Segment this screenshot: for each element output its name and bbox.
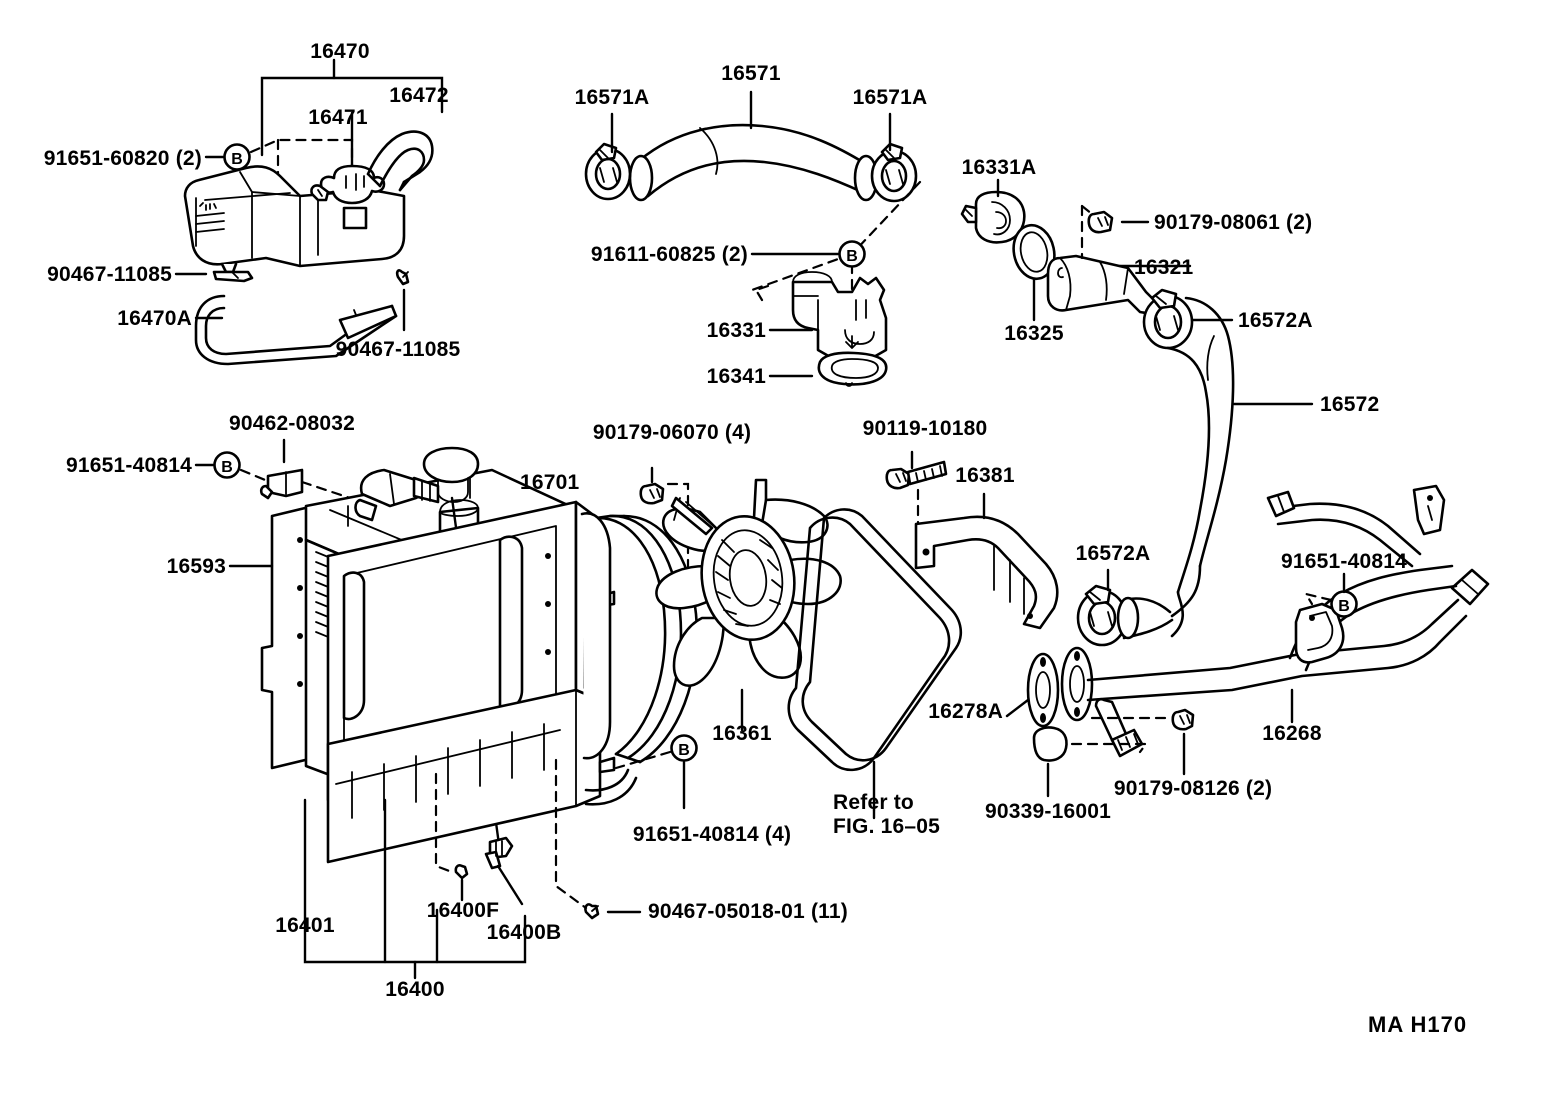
svg-text:B: B	[221, 459, 233, 476]
label-reservoir-group: 16470	[310, 40, 370, 63]
lower-hose-clamp	[1076, 568, 1128, 647]
radiator-group: B	[194, 438, 699, 980]
label-hose-clamp-right: 16571A	[852, 86, 928, 109]
label-outlet-pipe: 16321	[1134, 256, 1194, 279]
label-inlet-clamp-lower: 16572A	[1075, 542, 1151, 565]
label-refer-note: Refer to FIG. 16–05	[833, 791, 941, 839]
label-reservoir-hose-top: 16472	[389, 84, 449, 107]
label-radiator: 16400	[385, 978, 445, 1001]
fan-blades	[655, 478, 842, 687]
label-idler-bolt: 90119-10180	[862, 417, 988, 440]
label-inlet-bolt: 91611-60825 (2)	[590, 243, 748, 266]
label-upper-hose: 16571	[721, 62, 781, 85]
label-water-inlet: 16331	[706, 319, 766, 342]
label-pipe-plug: 90339-16001	[985, 800, 1111, 823]
label-pipe-nut: 90179-08126 (2)	[1113, 777, 1273, 800]
label-outlet-clamp: 16572A	[1238, 309, 1313, 332]
reservoir-tank-group: B	[174, 58, 444, 366]
label-fan-nut: 90179-06070 (4)	[592, 421, 752, 444]
label-outlet-bolt: 90179-08061 (2)	[1154, 211, 1313, 234]
label-fan-shroud: 16701	[520, 471, 580, 494]
svg-text:B: B	[678, 742, 690, 759]
label-radiator-core: 16401	[275, 914, 335, 937]
label-thermostat: 16331A	[961, 156, 1037, 179]
label-fan-bracket: 16381	[955, 464, 1015, 487]
hose-clamp-right	[870, 142, 918, 203]
svg-text:B: B	[1338, 598, 1350, 615]
label-reservoir-clip-upper: 90467-11085	[47, 263, 172, 286]
svg-text:B: B	[231, 151, 243, 168]
upper-hose-group	[584, 90, 918, 203]
label-pipe-bolt: 91651-40814	[1281, 550, 1407, 573]
thermostat-outlet-group	[960, 178, 1314, 647]
label-support-clip: 90462-08032	[229, 412, 355, 435]
svg-text:B: B	[846, 248, 858, 265]
label-bypass-pipe: 16268	[1262, 722, 1322, 745]
label-support-bolt: 91651-40814	[66, 454, 192, 477]
label-water-inlet-gasket: 16341	[706, 365, 766, 388]
label-drain-cock: 16400F	[426, 899, 500, 922]
water-inlet-group: B	[750, 180, 922, 387]
label-reservoir-clip-lower: 90467-11085	[335, 338, 461, 361]
hose-clamp-left	[584, 142, 632, 201]
figure-id: MA H170	[1368, 1012, 1468, 1037]
label-fan: 16361	[712, 722, 772, 745]
label-thermostat-gasket: 16325	[1004, 322, 1064, 345]
label-belt-ref: 16278A	[928, 700, 1003, 723]
label-reservoir-cap: 16471	[308, 106, 368, 129]
label-radiator-grommet: 90467-05018-01 (11)	[648, 900, 848, 923]
label-reservoir-bolt: 91651-60820 (2)	[43, 147, 202, 170]
fan-group	[639, 450, 1059, 820]
label-shroud-bolt: 91651-40814 (4)	[632, 823, 792, 846]
outlet-clamp	[1142, 288, 1234, 350]
label-reservoir-hose: 16470A	[117, 307, 192, 330]
label-radiator-cap: 16400B	[486, 921, 562, 944]
label-hose-clamp-left: 16571A	[574, 86, 650, 109]
label-radiator-support: 16593	[166, 555, 226, 578]
label-lower-hose: 16572	[1320, 393, 1380, 416]
bypass-pipe-group: B	[1005, 484, 1490, 798]
